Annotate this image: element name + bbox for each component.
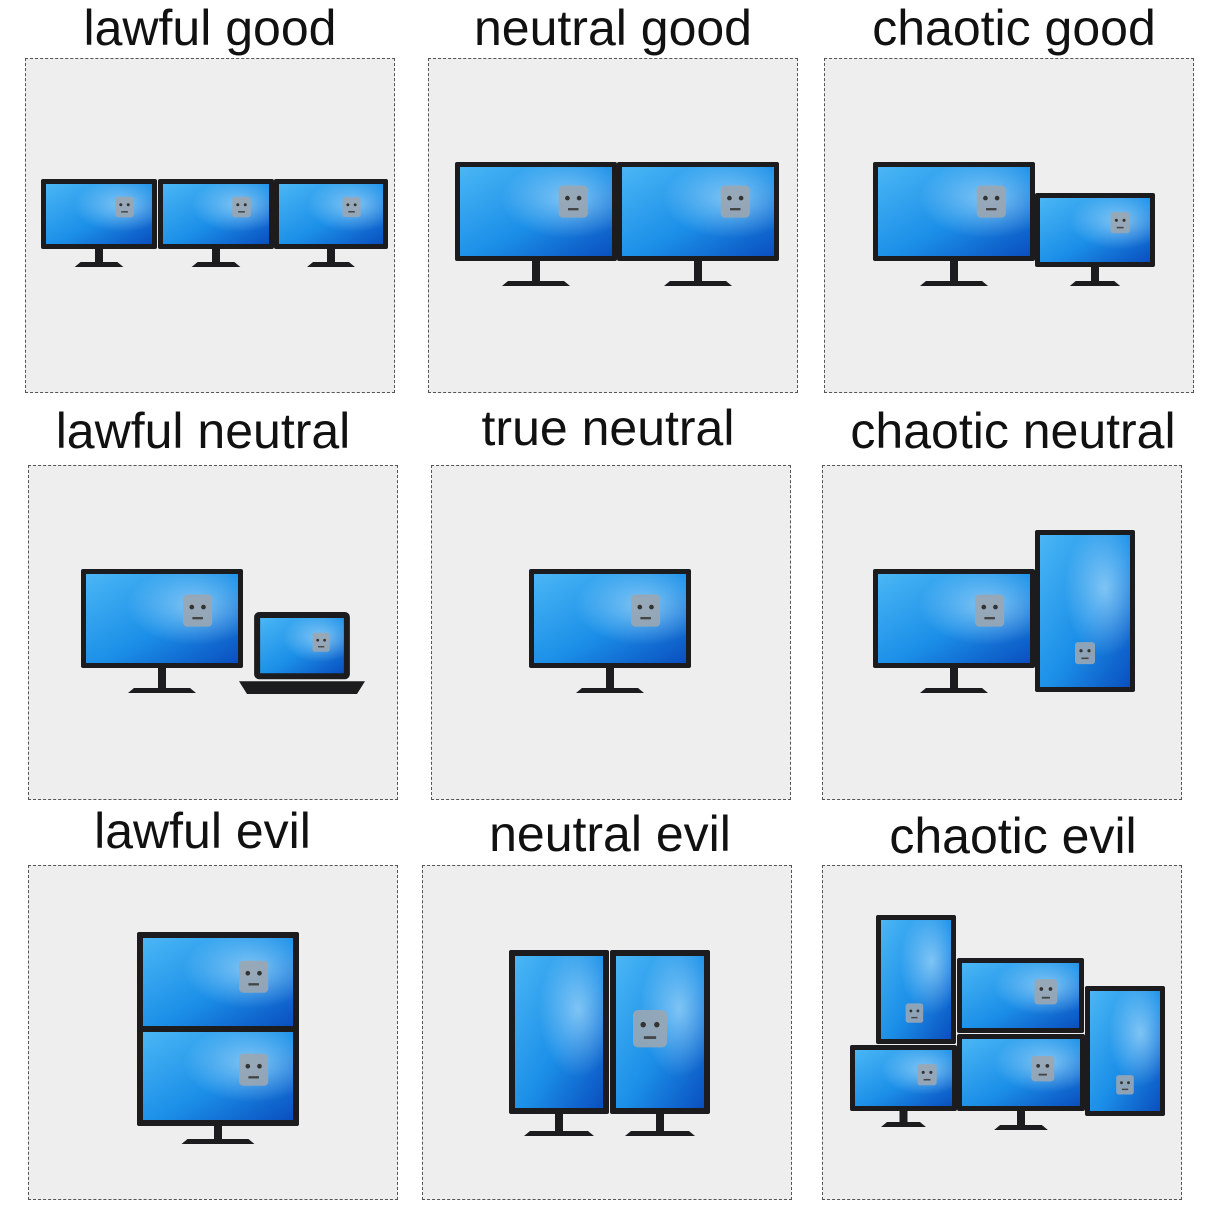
monitor xyxy=(81,569,243,693)
device-graphic xyxy=(957,1034,1085,1130)
laptop xyxy=(239,612,365,694)
stacked-monitors xyxy=(137,932,299,1144)
panel-neutral-good xyxy=(428,58,798,393)
face-icon xyxy=(1034,979,1058,1005)
device-graphic xyxy=(1085,986,1165,1116)
face-icon xyxy=(905,1003,924,1023)
face-icon xyxy=(342,196,361,218)
device-graphic xyxy=(158,179,274,267)
face-icon xyxy=(1116,1075,1134,1095)
face-icon xyxy=(1110,212,1130,234)
monitor xyxy=(873,162,1035,286)
face-icon xyxy=(183,594,213,627)
portrait-monitor xyxy=(1035,530,1135,692)
device-graphic xyxy=(610,950,710,1136)
cell-title-true-neutral: true neutral xyxy=(481,400,735,456)
cell-title-chaotic-evil: chaotic evil xyxy=(889,808,1137,864)
face-icon xyxy=(239,960,269,993)
portrait-monitor xyxy=(610,950,710,1136)
device-graphic xyxy=(239,612,365,694)
panel-chaotic-neutral xyxy=(822,465,1182,800)
panel-true-neutral xyxy=(431,465,791,800)
face-icon xyxy=(558,185,588,218)
portrait-monitor xyxy=(509,950,609,1136)
face-icon xyxy=(239,1053,269,1086)
monitor xyxy=(274,179,388,267)
monitor xyxy=(957,958,1084,1033)
device-graphic xyxy=(41,179,157,267)
cell-title-lawful-evil: lawful evil xyxy=(94,803,311,859)
monitor xyxy=(41,179,157,267)
face-icon xyxy=(312,632,330,652)
cell-title-neutral-evil: neutral evil xyxy=(489,806,731,862)
monitor xyxy=(529,569,691,693)
device-graphic xyxy=(509,950,609,1136)
face-icon xyxy=(115,196,134,218)
device-graphic xyxy=(617,162,779,286)
face-icon xyxy=(917,1064,937,1086)
panel-lawful-evil xyxy=(28,865,398,1200)
device-graphic xyxy=(529,569,691,693)
device-graphic xyxy=(274,179,388,267)
device-graphic xyxy=(1035,193,1155,286)
cell-title-lawful-neutral: lawful neutral xyxy=(55,403,351,459)
monitor xyxy=(873,569,1035,693)
device-graphic xyxy=(957,958,1084,1033)
monitor xyxy=(455,162,617,286)
portrait-monitor xyxy=(1085,986,1165,1116)
face-icon xyxy=(720,185,750,218)
panel-neutral-evil xyxy=(422,865,792,1200)
face-icon xyxy=(232,196,251,218)
face-icon xyxy=(1031,1055,1055,1082)
face-icon xyxy=(1075,642,1095,665)
face-icon xyxy=(633,1010,667,1048)
device-graphic xyxy=(137,932,299,1144)
face-icon xyxy=(631,594,661,627)
device-graphic xyxy=(876,915,956,1044)
device-graphic xyxy=(850,1045,957,1127)
device-graphic xyxy=(455,162,617,286)
monitor xyxy=(850,1045,957,1127)
monitor xyxy=(957,1034,1085,1130)
panel-chaotic-evil xyxy=(822,865,1182,1200)
device-graphic xyxy=(873,162,1035,286)
cell-title-neutral-good: neutral good xyxy=(473,0,752,56)
device-graphic xyxy=(873,569,1035,693)
device-graphic xyxy=(1035,530,1135,692)
device-graphic xyxy=(81,569,243,693)
panel-lawful-good xyxy=(25,58,395,393)
portrait-monitor xyxy=(876,915,956,1044)
cell-title-chaotic-neutral: chaotic neutral xyxy=(850,403,1176,459)
monitor xyxy=(617,162,779,286)
face-icon xyxy=(975,594,1005,627)
face-icon xyxy=(976,185,1006,218)
monitor xyxy=(1035,193,1155,286)
cell-title-chaotic-good: chaotic good xyxy=(872,0,1156,56)
panel-chaotic-good xyxy=(824,58,1194,393)
panel-lawful-neutral xyxy=(28,465,398,800)
cell-title-lawful-good: lawful good xyxy=(83,0,337,56)
monitor xyxy=(158,179,274,267)
